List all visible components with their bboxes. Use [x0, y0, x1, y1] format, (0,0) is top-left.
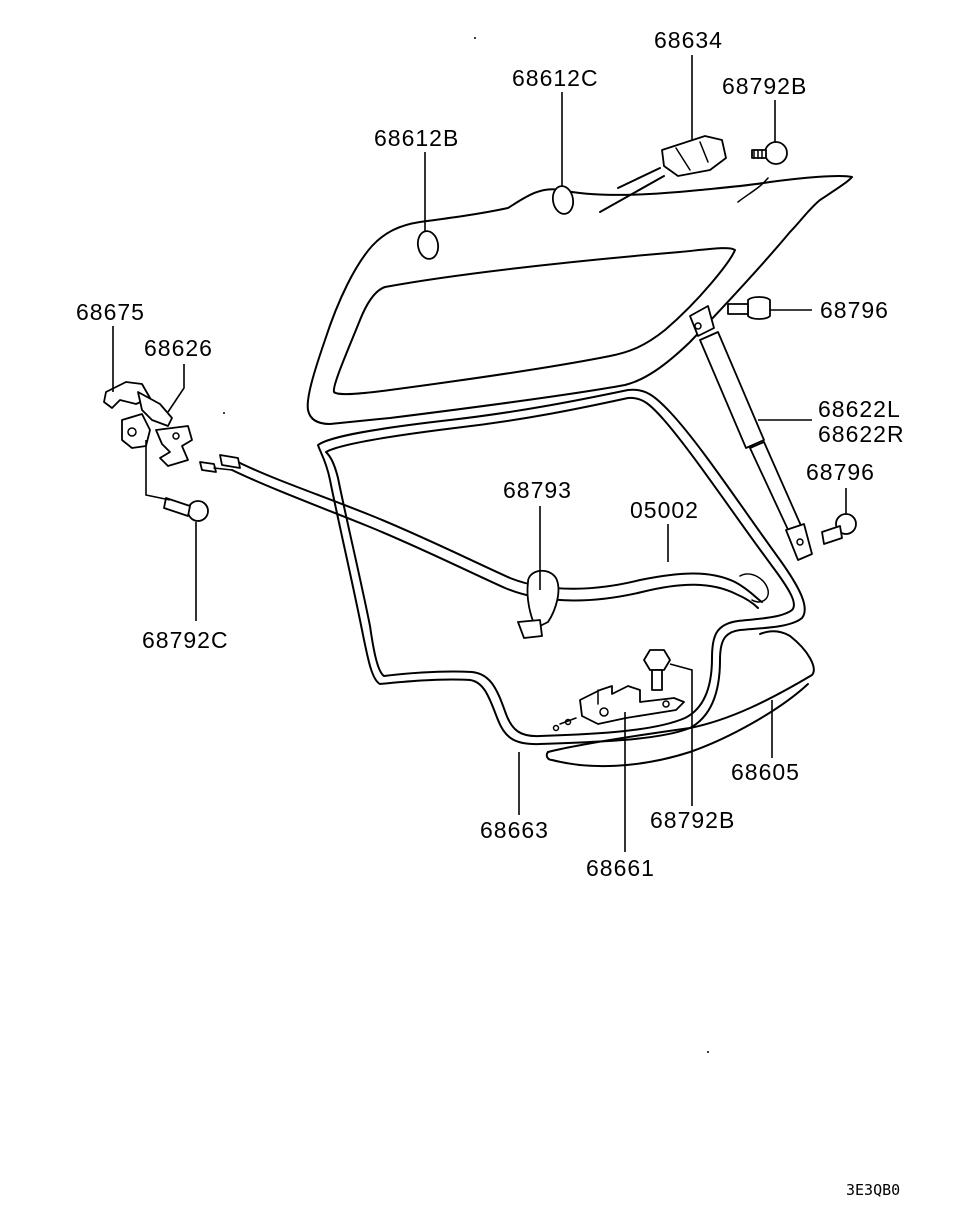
gas-strut [689, 305, 813, 561]
label-68626: 68626 [144, 335, 213, 361]
bumper-68612B [416, 230, 440, 260]
leader-lines [112, 55, 847, 852]
lower-trim [545, 630, 815, 768]
label-68793: 68793 [503, 477, 572, 503]
label-68663: 68663 [480, 817, 549, 843]
harness-clip [517, 569, 560, 639]
bumper-68612C [551, 185, 575, 215]
label-68796-mid: 68796 [806, 459, 875, 485]
rear-handle-68634 [599, 135, 727, 213]
stud-68796-top [727, 296, 771, 320]
label-68612B: 68612B [374, 125, 459, 151]
wiring-harness [199, 454, 769, 609]
label-68622L: 68622L [818, 396, 901, 422]
weatherstrip [317, 388, 806, 746]
label-68792B-bottom: 68792B [650, 807, 735, 833]
label-68796-top: 68796 [820, 297, 889, 323]
label-05002: 05002 [630, 497, 699, 523]
label-68634: 68634 [654, 27, 723, 53]
label-68792B-top: 68792B [722, 73, 807, 99]
label-68792C: 68792C [142, 627, 229, 653]
label-68661: 68661 [586, 855, 655, 881]
bolt-68792B-bottom [643, 649, 671, 691]
part-labels: 68634 68612C 68792B 68612B 68675 68626 6… [76, 27, 905, 1199]
lock-68661 [552, 685, 685, 732]
stud-68796-mid [821, 513, 857, 545]
label-68675: 68675 [76, 299, 145, 325]
specks [223, 37, 769, 1053]
hinge-assembly [103, 381, 193, 467]
label-68612C: 68612C [512, 65, 599, 91]
label-68605: 68605 [731, 759, 800, 785]
bolt-68792B-top [751, 141, 788, 165]
figure-code: 3E3QB0 [846, 1181, 900, 1199]
tailgate-panel [306, 174, 853, 425]
bolt-68792C [163, 497, 209, 522]
label-68622R: 68622R [818, 421, 905, 447]
